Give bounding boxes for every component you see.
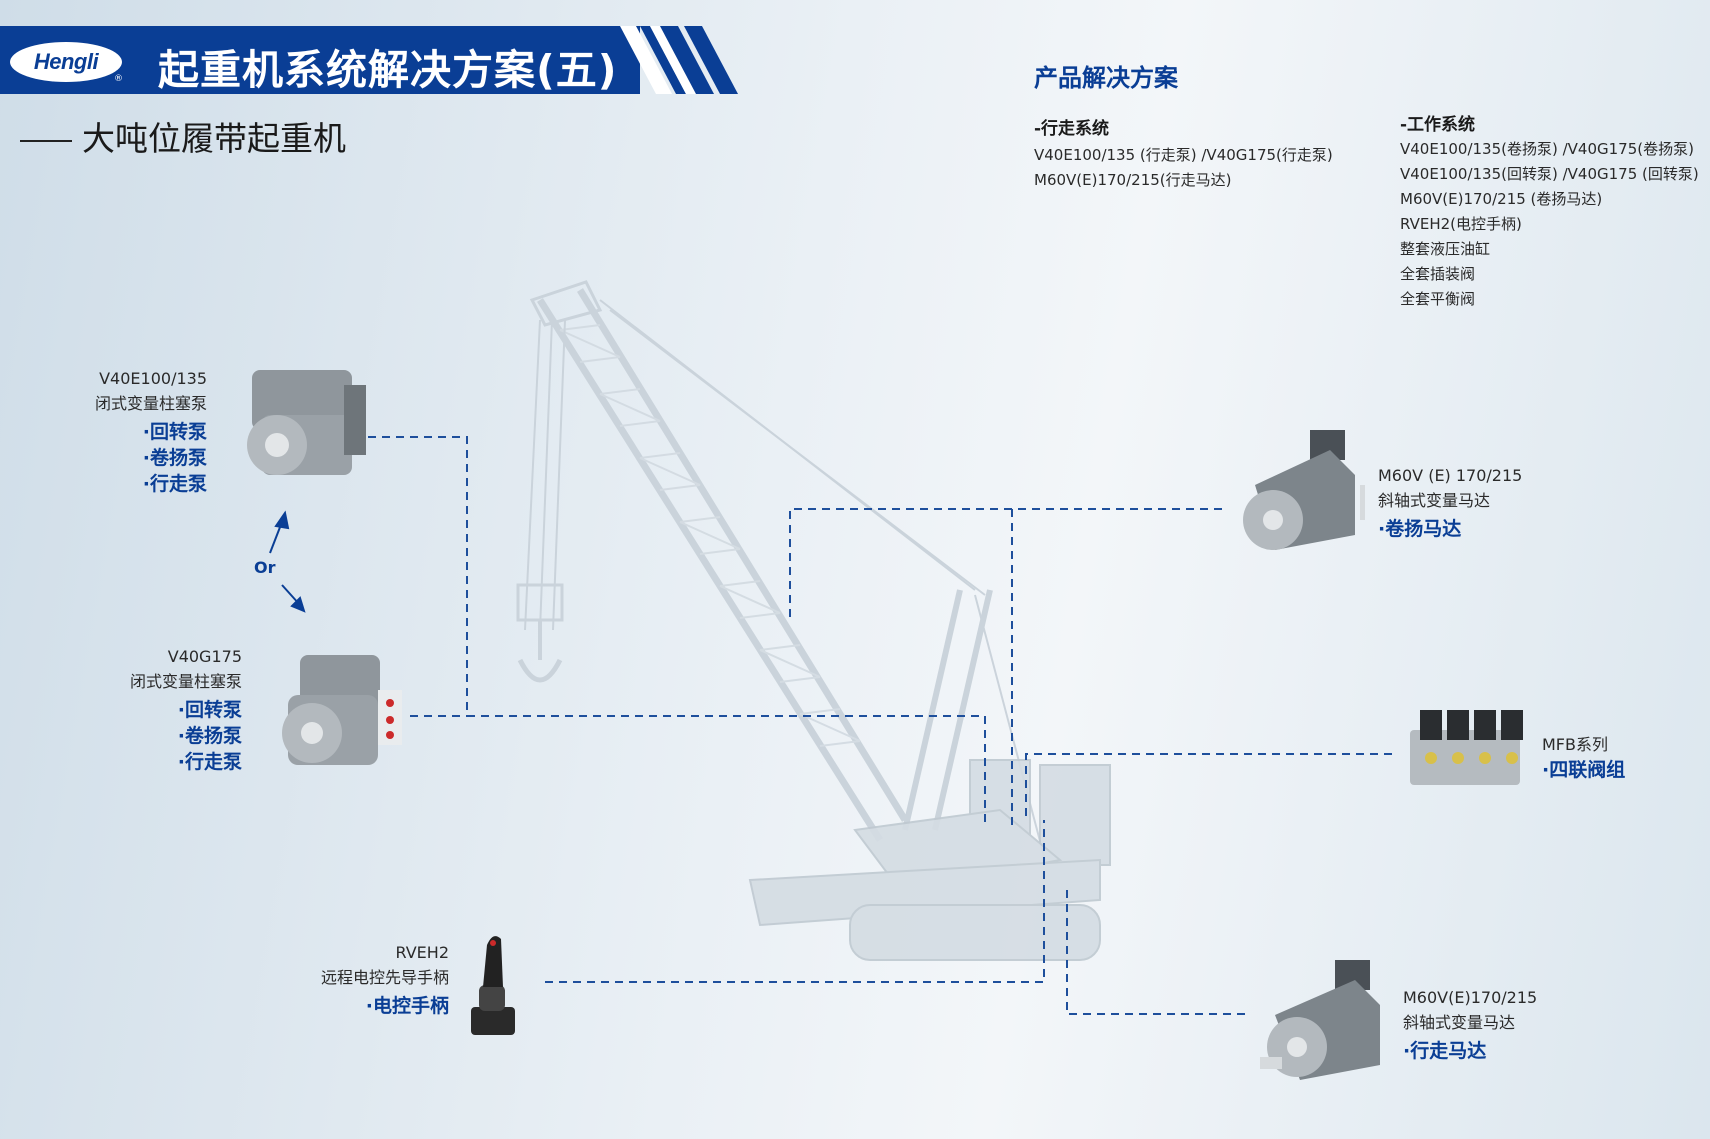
joystick-image	[471, 936, 515, 1035]
travel-system-block: -行走系统 V40E100/135 (行走泵) /V40G175(行走泵) M6…	[1034, 114, 1333, 193]
pump1-label: V40E100/135 闭式变量柱塞泵 ·回转泵 ·卷扬泵 ·行走泵	[95, 366, 207, 497]
pump2-use: ·回转泵	[177, 699, 242, 721]
hengli-logo: Hengli	[10, 42, 122, 82]
joystick-label: RVEH2 远程电控先导手柄 ·电控手柄	[321, 940, 449, 1019]
travel-system-line: M60V(E)170/215(行走马达)	[1034, 171, 1232, 189]
subtitle-dash	[20, 139, 72, 142]
motor2-model: M60V(E)170/215	[1403, 988, 1538, 1007]
valve-use: ·四联阀组	[1542, 759, 1626, 781]
banner-stripes	[620, 26, 738, 94]
subtitle-text: 大吨位履带起重机	[82, 119, 346, 158]
mfb-valve-image	[1410, 710, 1523, 785]
work-system-line: RVEH2(电控手柄)	[1400, 215, 1522, 233]
work-system-line: V40E100/135(卷扬泵) /V40G175(卷扬泵)	[1400, 140, 1694, 158]
pump1-use: ·卷扬泵	[142, 447, 207, 469]
pump1-desc: 闭式变量柱塞泵	[94, 394, 207, 413]
motor1-label: M60V (E) 170/215 斜轴式变量马达 ·卷扬马达	[1378, 463, 1522, 542]
pump2-label: V40G175 闭式变量柱塞泵 ·回转泵 ·卷扬泵 ·行走泵	[130, 644, 242, 775]
work-system-line: 全套平衡阀	[1400, 290, 1476, 308]
page-title: 起重机系统解决方案(五)	[158, 46, 618, 94]
work-system-block: -工作系统 V40E100/135(卷扬泵) /V40G175(卷扬泵) V40…	[1400, 110, 1699, 312]
joystick-use: ·电控手柄	[365, 995, 449, 1017]
travel-system-line: V40E100/135 (行走泵) /V40G175(行走泵)	[1034, 146, 1333, 164]
pump2-model: V40G175	[167, 647, 242, 666]
motor-winch-image	[1243, 430, 1365, 550]
valve-label: MFB系列 ·四联阀组	[1542, 732, 1625, 783]
work-system-line: V40E100/135(回转泵) /V40G175 (回转泵)	[1400, 165, 1699, 183]
motor1-model: M60V (E) 170/215	[1378, 466, 1523, 485]
pump2-desc: 闭式变量柱塞泵	[129, 672, 242, 691]
motor-travel-image	[1260, 960, 1380, 1080]
pump2-use: ·行走泵	[177, 751, 242, 773]
pump1-model: V40E100/135	[99, 369, 207, 388]
valve-model: MFB系列	[1542, 735, 1608, 754]
logo-text: Hengli	[33, 49, 99, 74]
travel-system-heading: -行走系统	[1034, 119, 1110, 139]
solutions-title: 产品解决方案	[1034, 64, 1178, 92]
logo-registered-mark: ®	[114, 74, 123, 84]
motor2-use: ·行走马达	[1403, 1040, 1487, 1062]
motor1-use: ·卷扬马达	[1378, 518, 1462, 540]
work-system-line: 全套插装阀	[1400, 265, 1476, 283]
joystick-model: RVEH2	[395, 943, 449, 962]
motor2-desc: 斜轴式变量马达	[1403, 1013, 1516, 1032]
pump2-use: ·卷扬泵	[177, 725, 242, 747]
pump-v40e-image	[247, 370, 366, 475]
joystick-desc: 远程电控先导手柄	[320, 968, 449, 987]
page-subtitle: 大吨位履带起重机	[20, 112, 346, 160]
work-system-heading: -工作系统	[1400, 115, 1476, 135]
work-system-line: M60V(E)170/215 (卷扬马达)	[1400, 190, 1603, 208]
motor2-label: M60V(E)170/215 斜轴式变量马达 ·行走马达	[1403, 985, 1537, 1064]
pump-v40g-image	[282, 655, 402, 765]
pump1-use: ·行走泵	[142, 473, 207, 495]
or-arrows	[269, 510, 306, 613]
motor1-desc: 斜轴式变量马达	[1378, 491, 1491, 510]
or-label: Or	[254, 558, 276, 577]
work-system-line: 整套液压油缸	[1400, 240, 1491, 258]
pump1-use: ·回转泵	[142, 421, 207, 443]
